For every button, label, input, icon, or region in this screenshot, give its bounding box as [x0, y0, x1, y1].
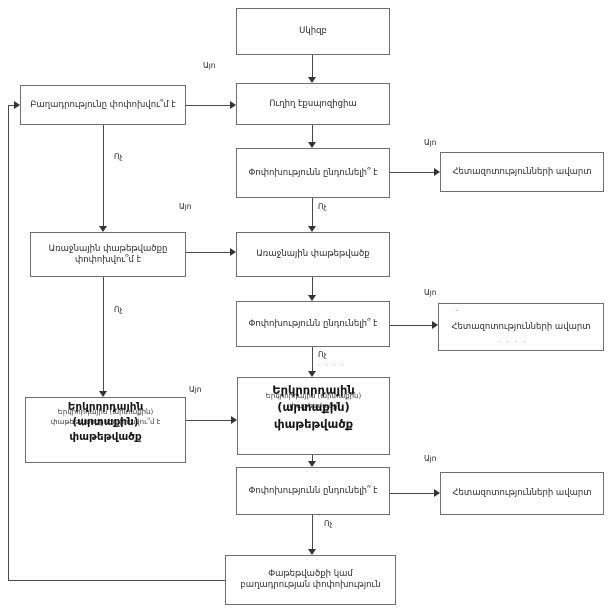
edge-label-no-5: Ոչ: [324, 519, 333, 528]
connector-feedback-bottom: [8, 580, 225, 581]
arrowhead-decision2-to-secondary-pack: [308, 371, 316, 377]
scan-artifact-marks: ՝ ՝ ՝ ՝: [318, 364, 346, 372]
node-change-acceptable-1-label: Փոփոխությունն ընդունելի՞ է: [248, 167, 378, 178]
connector-formulation-to-exposure: [186, 105, 231, 106]
node-direct-exposure-label: Ուղիղ էքսպոզիցիա: [269, 98, 357, 109]
node-secondary-pack-big-text: Երկրորդային (արտաքին) փաթեթվածք: [272, 383, 355, 431]
node-end-of-studies-2-label: Հետազոտությունների ավարտ: [451, 321, 591, 332]
node-secondary-pack-changed-small-text: Երկրորդային (արտաքին) փաթեթվածքը փոփոխվո…: [50, 408, 161, 426]
node-direct-exposure: Ուղիղ էքսպոզիցիա: [236, 83, 390, 125]
node-secondary-pack-changed: Երկրորդային (արտաքին) փաթեթվածքը փոփոխվո…: [25, 397, 186, 463]
node-repack-or-reformulate-label: Փաթեթվածքի կամ բաղադրության փոփոխություն: [240, 569, 381, 590]
arrowhead-start-to-exposure: [308, 77, 316, 83]
scan-artifact-dots: · · · ·: [498, 338, 528, 346]
connector-formulation-to-primary-q: [103, 125, 104, 227]
edge-label-no-1: Ոչ: [114, 152, 123, 161]
arrowhead-formulation-to-exposure: [230, 101, 236, 109]
arrowhead-primary-q-to-primary-pack: [230, 248, 236, 256]
connector-primary-pack-to-decision2: [312, 277, 313, 296]
arrowhead-primary-pack-to-decision2: [308, 295, 316, 301]
node-end-of-studies-1: Հետազոտությունների ավարտ: [440, 152, 604, 192]
node-formulation-changed-label: Բաղադրությունը փոփոխվու՞մ է: [30, 99, 176, 110]
node-end-of-studies-3-label: Հետազոտությունների ավարտ: [452, 488, 592, 498]
connector-primary-q-to-primary-pack: [186, 252, 231, 253]
node-primary-pack: Առաջնային փաթեթվածք: [236, 232, 390, 277]
scan-artifact-dash: –: [455, 306, 461, 314]
connector-secondary-pack-to-decision3: [312, 455, 313, 462]
connector-feedback-vertical: [8, 105, 9, 580]
node-start-label: Սկիզբ: [299, 26, 327, 36]
node-end-of-studies-2: Հետազոտությունների ավարտ: [438, 303, 604, 351]
arrowhead-decision2-to-end2: [432, 321, 438, 329]
arrowhead-decision1-to-end1: [434, 168, 440, 176]
node-start: Սկիզբ: [236, 8, 390, 55]
edge-label-yes-5: Այո: [189, 385, 202, 394]
node-primary-pack-label: Առաջնային փաթեթվածք: [256, 249, 370, 259]
node-secondary-pack-changed-big-text: Երկրորդային (արտաքին) փաթեթվածք: [67, 401, 144, 443]
arrowhead-decision3-to-end3: [434, 489, 440, 497]
arrowhead-decision1-to-primary-pack: [308, 226, 316, 232]
node-repack-or-reformulate: Փաթեթվածքի կամ բաղադրության փոփոխություն: [225, 555, 396, 605]
connector-start-to-exposure: [312, 55, 313, 78]
edge-label-yes-6: Այո: [424, 454, 437, 463]
edge-label-yes-4: Այո: [424, 288, 437, 297]
arrowhead-secondary-q-to-secondary-pack: [231, 416, 237, 424]
edge-label-yes-3: Այո: [179, 202, 192, 211]
connector-exposure-to-decision1: [312, 125, 313, 143]
node-change-acceptable-2-label: Փոփոխությունն ընդունելի՞ է: [248, 318, 378, 329]
connector-primary-q-to-secondary-q: [103, 277, 104, 392]
node-primary-pack-changed-label: Առաջնային փաթեթվածքը փոփոխվու՞մ է: [48, 243, 168, 265]
arrowhead-primary-q-to-secondary-q: [99, 391, 107, 397]
connector-feedback-top: [8, 105, 15, 106]
arrowhead-exposure-to-decision1: [308, 142, 316, 148]
node-formulation-changed: Բաղադրությունը փոփոխվու՞մ է: [20, 85, 186, 125]
edge-label-no-3: Ոչ: [114, 305, 123, 314]
node-secondary-pack: Երկրորդային (արտաքին) փաթեթվածք Երկրորդա…: [237, 377, 390, 455]
edge-label-yes-1: Այո: [203, 61, 216, 70]
connector-decision2-to-secondary-pack: [312, 347, 313, 372]
node-change-acceptable-2: Փոփոխությունն ընդունելի՞ է: [236, 301, 390, 347]
connector-decision1-to-primary-pack: [312, 198, 313, 227]
edge-label-no-2: Ոչ: [318, 202, 327, 211]
connector-decision1-to-end1: [390, 172, 435, 173]
connector-decision3-to-end3: [390, 493, 435, 494]
node-change-acceptable-3: Փոփոխությունն ընդունելի՞ է: [236, 467, 390, 515]
connector-decision2-to-end2: [390, 325, 433, 326]
edge-label-yes-2: Այո: [424, 138, 437, 147]
node-primary-pack-changed: Առաջնային փաթեթվածքը փոփոխվու՞մ է: [30, 232, 186, 277]
connector-decision3-to-repack: [312, 515, 313, 550]
arrowhead-secondary-pack-to-decision3: [308, 461, 316, 467]
node-change-acceptable-1: Փոփոխությունն ընդունելի՞ է: [236, 148, 390, 198]
node-change-acceptable-3-label: Փոփոխությունն ընդունելի՞ է: [248, 485, 378, 496]
node-end-of-studies-1-label: Հետազոտությունների ավարտ: [452, 166, 592, 177]
arrowhead-formulation-to-primary-q: [99, 226, 107, 232]
arrowhead-feedback-to-formulation: [14, 101, 20, 109]
node-secondary-pack-small-text: Երկրորդային (արտաքին) փաթեթվածք: [265, 392, 362, 410]
arrowhead-decision3-to-repack: [308, 549, 316, 555]
node-end-of-studies-3: Հետազոտությունների ավարտ: [440, 472, 604, 515]
edge-label-no-4: Ոչ: [318, 350, 327, 359]
connector-secondary-q-to-secondary-pack: [186, 420, 232, 421]
